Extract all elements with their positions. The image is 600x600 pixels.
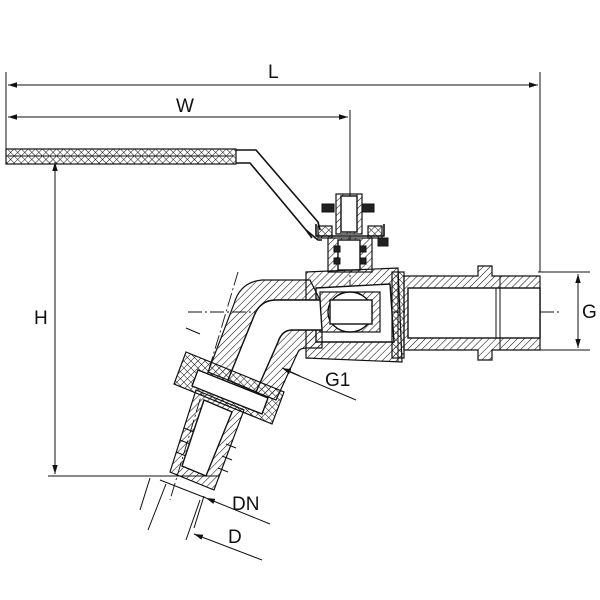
dimension-w: W — [8, 96, 351, 195]
dimension-dn-label: DN — [232, 494, 259, 515]
dimension-g: G — [538, 271, 597, 351]
dimension-l-label: L — [268, 62, 279, 83]
dimension-g1-label: G1 — [325, 370, 350, 391]
lever-handle — [5, 148, 322, 241]
dimension-h-label: H — [34, 308, 48, 329]
dimension-d-label: D — [228, 527, 242, 548]
dimension-dn: DN — [139, 477, 271, 529]
hose-union — [169, 351, 285, 491]
dimension-d: D — [147, 483, 263, 561]
spout-elbow — [207, 279, 323, 401]
dimension-l: L — [5, 62, 541, 272]
dimension-g1: G1 — [185, 327, 357, 401]
valve-stem — [315, 193, 389, 273]
dimension-w-label: W — [176, 96, 194, 117]
valve-body — [305, 267, 405, 363]
dimension-g-label: G — [582, 302, 597, 323]
inlet-connector — [403, 265, 541, 361]
